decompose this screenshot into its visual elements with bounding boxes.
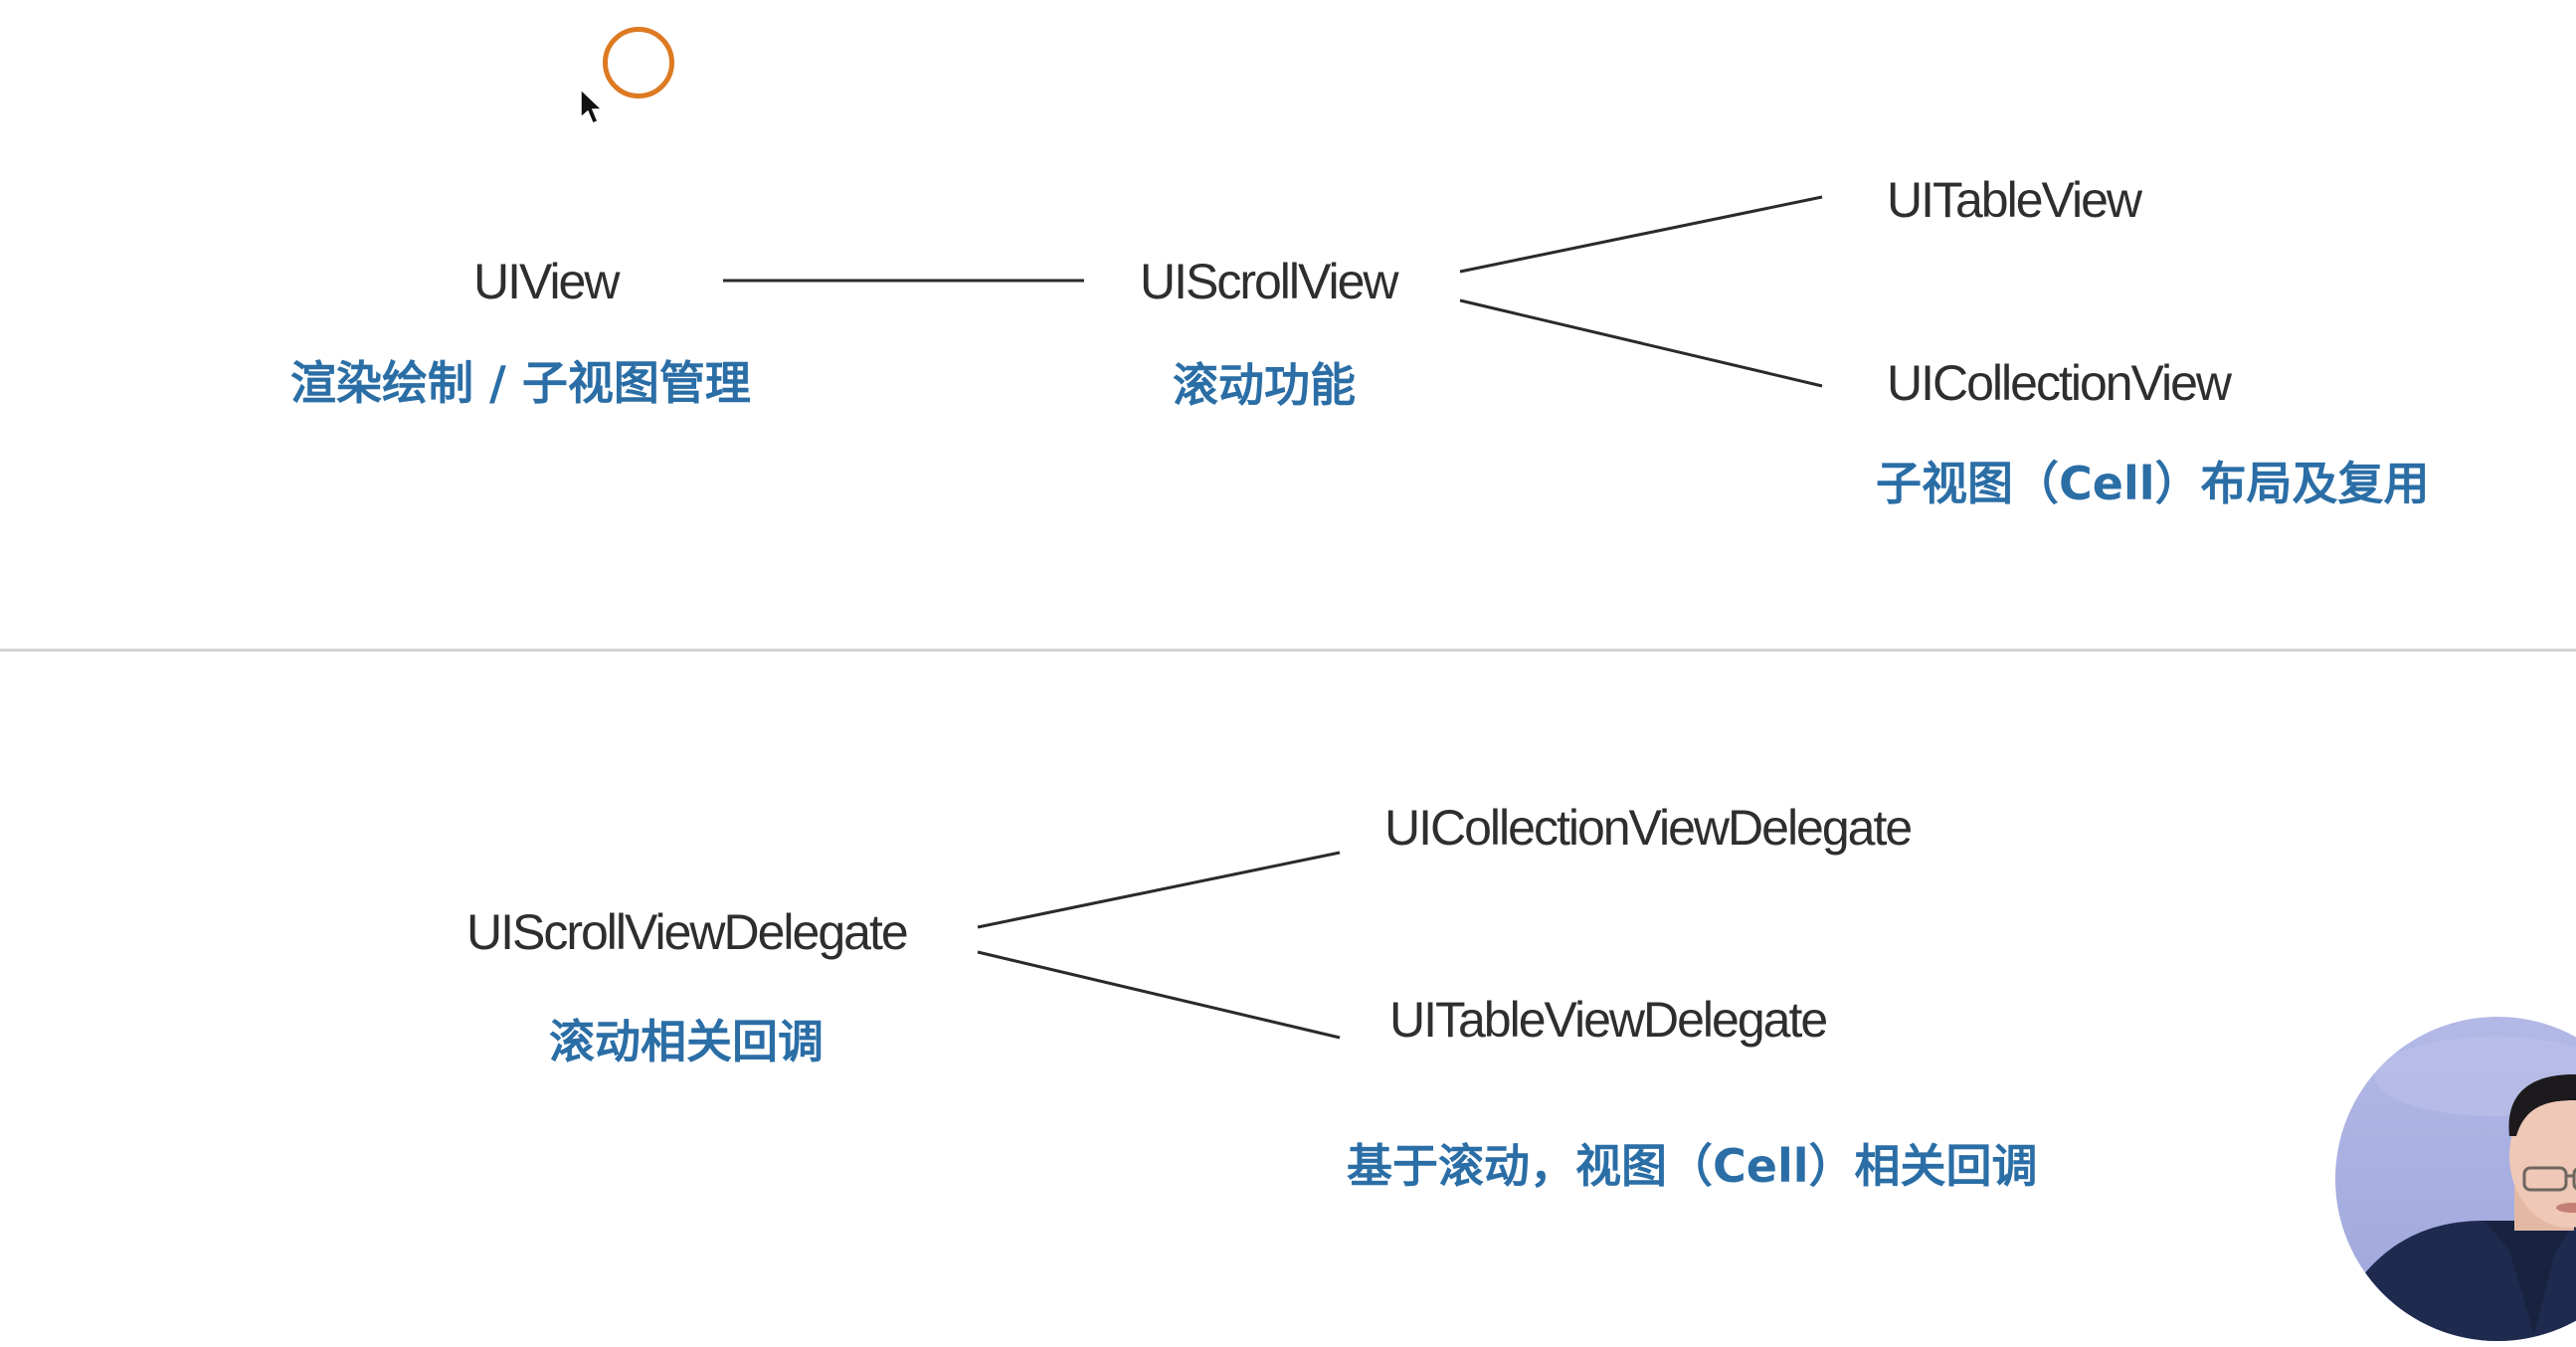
connector-scrolldelegate-tabledelegate [977, 950, 1341, 1040]
section-divider [0, 649, 2576, 652]
node-uitableview: UITableView [1887, 172, 2142, 228]
connector-uiscrollview-uitableview [1459, 195, 1823, 274]
desc-list-views: 子视图（Cell）布局及复用 [1876, 457, 2430, 510]
desc-uiscrollview: 滚动功能 [1173, 358, 1356, 412]
node-uiscrollview: UIScrollView [1140, 254, 1398, 309]
node-uicollectionview: UICollectionView [1887, 355, 2232, 411]
presenter-figure-icon [2355, 1037, 2576, 1341]
desc-scroll-delegate: 滚动相关回调 [549, 1015, 824, 1068]
presenter-avatar [2335, 1017, 2576, 1341]
desc-delegate-subclasses: 基于滚动，视图（Cell）相关回调 [1347, 1139, 2038, 1193]
click-ring-icon [603, 27, 674, 98]
node-uiview: UIView [473, 254, 620, 309]
desc-uiview: 渲染绘制 / 子视图管理 [290, 356, 751, 410]
connector-uiscrollview-uicollectionview [1459, 298, 1823, 388]
node-uicollectionviewdelegate: UICollectionViewDelegate [1384, 800, 1913, 856]
node-uitableviewdelegate: UITableViewDelegate [1389, 992, 1828, 1048]
mouse-pointer-icon [580, 88, 604, 124]
node-uiscrollviewdelegate: UIScrollViewDelegate [466, 904, 909, 960]
connector-scrolldelegate-collectiondelegate [977, 851, 1341, 929]
